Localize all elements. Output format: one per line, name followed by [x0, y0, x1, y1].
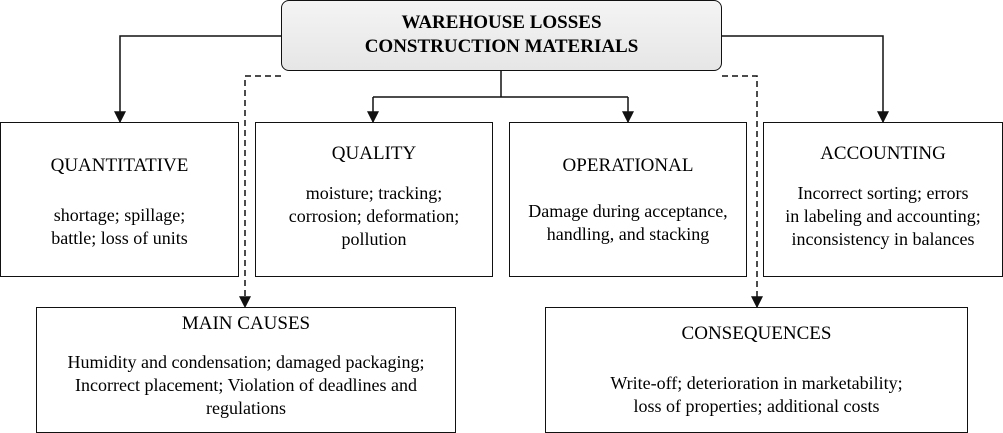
quality-line-3: pollution — [341, 229, 407, 249]
main-causes-line-3: regulations — [206, 398, 286, 418]
operational-title: OPERATIONAL — [562, 155, 694, 176]
root-title-line-1: WAREHOUSE LOSSES — [401, 12, 602, 33]
accounting-title: ACCOUNTING — [820, 143, 946, 164]
dashed-arrow-to-consequences — [722, 75, 763, 309]
main-causes-title: MAIN CAUSES — [181, 313, 311, 334]
quality-title: QUALITY — [331, 143, 417, 164]
quantitative-line-1: shortage; spillage; — [53, 205, 186, 225]
quantitative-title: QUANTITATIVE — [50, 155, 189, 176]
quantitative-box: QUANTITATIVE shortage; spillage; battle;… — [0, 122, 239, 277]
quality-line-1: moisture; tracking; — [305, 183, 443, 203]
dashed-arrow-to-main-causes — [239, 75, 281, 309]
operational-line-1: Damage during acceptance, — [528, 201, 728, 221]
main-causes-line-2: Incorrect placement; Violation of deadli… — [75, 375, 417, 395]
consequences-title: CONSEQUENCES — [681, 323, 832, 344]
consequences-box: CONSEQUENCES Write-off; deterioration in… — [545, 307, 968, 433]
operational-box: OPERATIONAL Damage during acceptance, ha… — [509, 122, 747, 277]
accounting-line-2: in labeling and accounting; — [785, 206, 981, 226]
root-stem — [373, 71, 628, 98]
accounting-line-1: Incorrect sorting; errors — [797, 183, 969, 203]
accounting-box: ACCOUNTING Incorrect sorting; errors in … — [763, 122, 1003, 277]
quality-box: QUALITY moisture; tracking; corrosion; d… — [255, 122, 493, 277]
accounting-line-3: inconsistency in balances — [791, 229, 975, 249]
operational-line-2: handling, and stacking — [546, 224, 710, 244]
quantitative-line-2: battle; loss of units — [51, 228, 188, 248]
root-box: WAREHOUSE LOSSES CONSTRUCTION MATERIALS — [281, 0, 722, 71]
main-causes-line-1: Humidity and condensation; damaged packa… — [67, 352, 425, 372]
consequences-line-2: loss of properties; additional costs — [633, 396, 880, 416]
quality-line-2: corrosion; deformation; — [288, 206, 460, 226]
arrow-to-accounting — [722, 35, 889, 124]
consequences-line-1: Write-off; deterioration in marketabilit… — [610, 373, 903, 393]
main-causes-box: MAIN CAUSES Humidity and condensation; d… — [36, 307, 456, 433]
arrow-to-quantitative — [114, 35, 281, 124]
root-title-line-2: CONSTRUCTION MATERIALS — [364, 36, 639, 57]
